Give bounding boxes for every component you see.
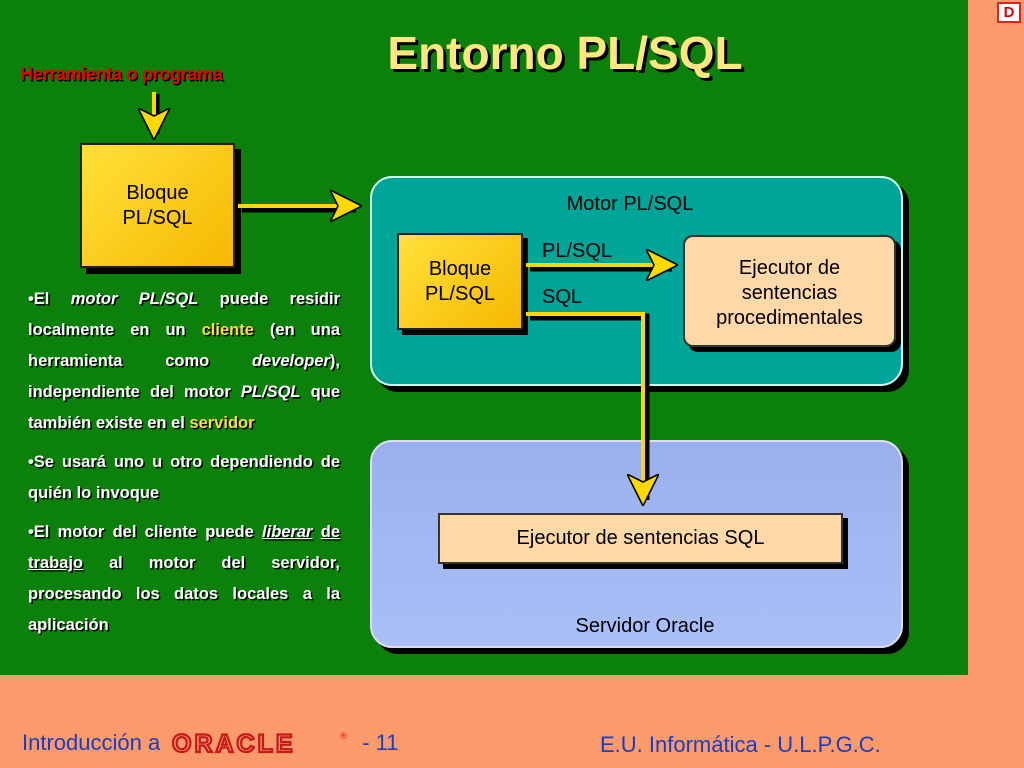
footer-institution: E.U. Informática - U.L.P.G.C.: [600, 732, 881, 757]
footer-intro: Introducción a: [22, 730, 161, 755]
plsql-flow-label: PL/SQL: [542, 240, 613, 262]
bullet-1: •El motor PL/SQL puede residir localment…: [28, 290, 341, 432]
bloque-plsql-motor: Bloque PL/SQL: [397, 233, 523, 330]
motor-plsql-label: Motor PL/SQL: [566, 193, 694, 215]
bloque-inner-line-2: PL/SQL: [424, 282, 496, 305]
explanation-text: •El motor PL/SQL puede residir localment…: [28, 284, 340, 649]
tool-label: Herramienta o programa: [20, 64, 223, 84]
ejecutor-line-1: Ejecutor de: [738, 256, 841, 279]
corner-badge[interactable]: D: [997, 2, 1021, 23]
oracle-logo: ORACLE ®: [172, 730, 347, 756]
footer-page: - 11: [362, 730, 399, 755]
bullet-3: •El motor del cliente puede liberar de t…: [28, 523, 340, 634]
servidor-oracle-label: Servidor Oracle: [575, 615, 715, 637]
bloque-line-2: PL/SQL: [122, 206, 193, 229]
sql-flow-label: SQL: [542, 286, 583, 308]
ejecutor-line-2: sentencias: [741, 281, 838, 304]
ejecutor-procedimentales: Ejecutor de sentencias procedimentales: [683, 235, 896, 347]
bloque-plsql-client: Bloque PL/SQL: [80, 143, 235, 268]
footer-left: Introducción a ORACLE ® - 11: [22, 730, 398, 756]
svg-text:®: ®: [340, 731, 347, 741]
bullet-2: •Se usará uno u otro dependiendo de quié…: [28, 453, 340, 502]
arrow-connectors: [0, 92, 968, 675]
ejecutor-line-3: procedimentales: [716, 306, 863, 329]
svg-text:ORACLE: ORACLE: [172, 730, 296, 756]
bloque-inner-line-1: Bloque: [428, 257, 492, 280]
arrow-sql-to-servidor: [530, 313, 650, 500]
ejecutor-sql-text: Ejecutor de sentencias SQL: [516, 527, 765, 549]
ejecutor-sentencias-sql: Ejecutor de sentencias SQL: [438, 513, 843, 564]
slide-title: Entorno PL/SQL: [387, 27, 743, 79]
bloque-line-1: Bloque: [126, 181, 189, 204]
